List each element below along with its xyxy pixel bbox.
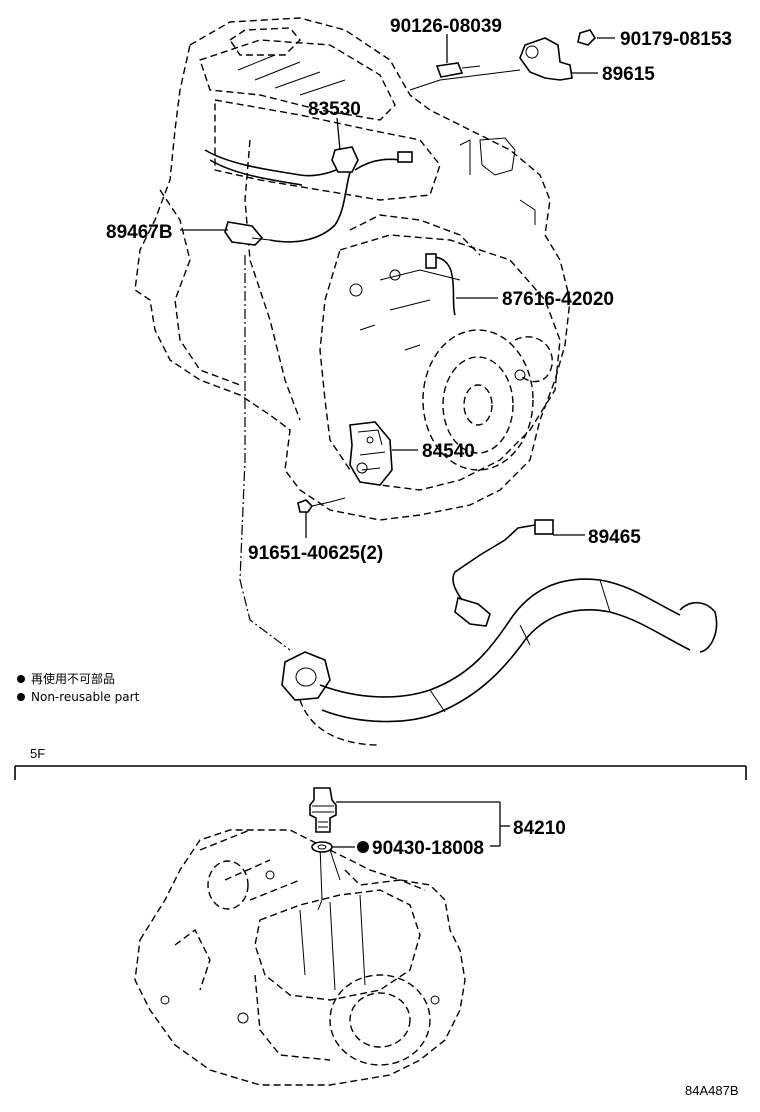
backup-lamp-switch-drawing: [309, 787, 337, 853]
part-number-89467b: 89467B: [106, 222, 173, 243]
section-label: 5F: [30, 746, 45, 761]
exhaust-pipe-drawing: [281, 519, 718, 746]
part-number-91651: 91651-40625(2): [248, 543, 383, 564]
knock-sensor-drawing: [409, 29, 597, 91]
part-number-89465: 89465: [588, 527, 641, 548]
neutral-start-switch-drawing: [349, 421, 393, 486]
upper-leader-lines: [180, 34, 615, 538]
legend-bullet-en-icon: [17, 693, 25, 701]
legend-text-jp: 再使用不可部品: [31, 671, 115, 686]
section-separator: [14, 765, 747, 780]
speed-sensor-wire-drawing: [425, 253, 456, 316]
part-number-83530: 83530: [308, 99, 361, 120]
part-number-84210: 84210: [513, 818, 566, 839]
lower-leader-lines: [332, 801, 510, 848]
part-number-84540: 84540: [422, 441, 475, 462]
part-number-90126: 90126-08039: [390, 16, 502, 37]
non-reusable-marker-icon: [357, 841, 369, 853]
figure-code: 84A487B: [685, 1083, 739, 1098]
exhaust-link-line: [239, 255, 291, 651]
part-number-90430: 90430-18008: [372, 838, 484, 859]
part-number-89615: 89615: [602, 64, 655, 85]
legend: [17, 675, 25, 701]
part-number-87616: 87616-42020: [502, 289, 614, 310]
legend-text-en: Non-reusable part: [31, 690, 140, 704]
air-fuel-sensor-drawing: [224, 146, 413, 246]
legend-bullet-jp-icon: [17, 675, 25, 683]
manual-transaxle-drawing: [134, 829, 466, 1086]
part-number-90179: 90179-08153: [620, 29, 732, 50]
bolt-drawing: [297, 497, 346, 513]
